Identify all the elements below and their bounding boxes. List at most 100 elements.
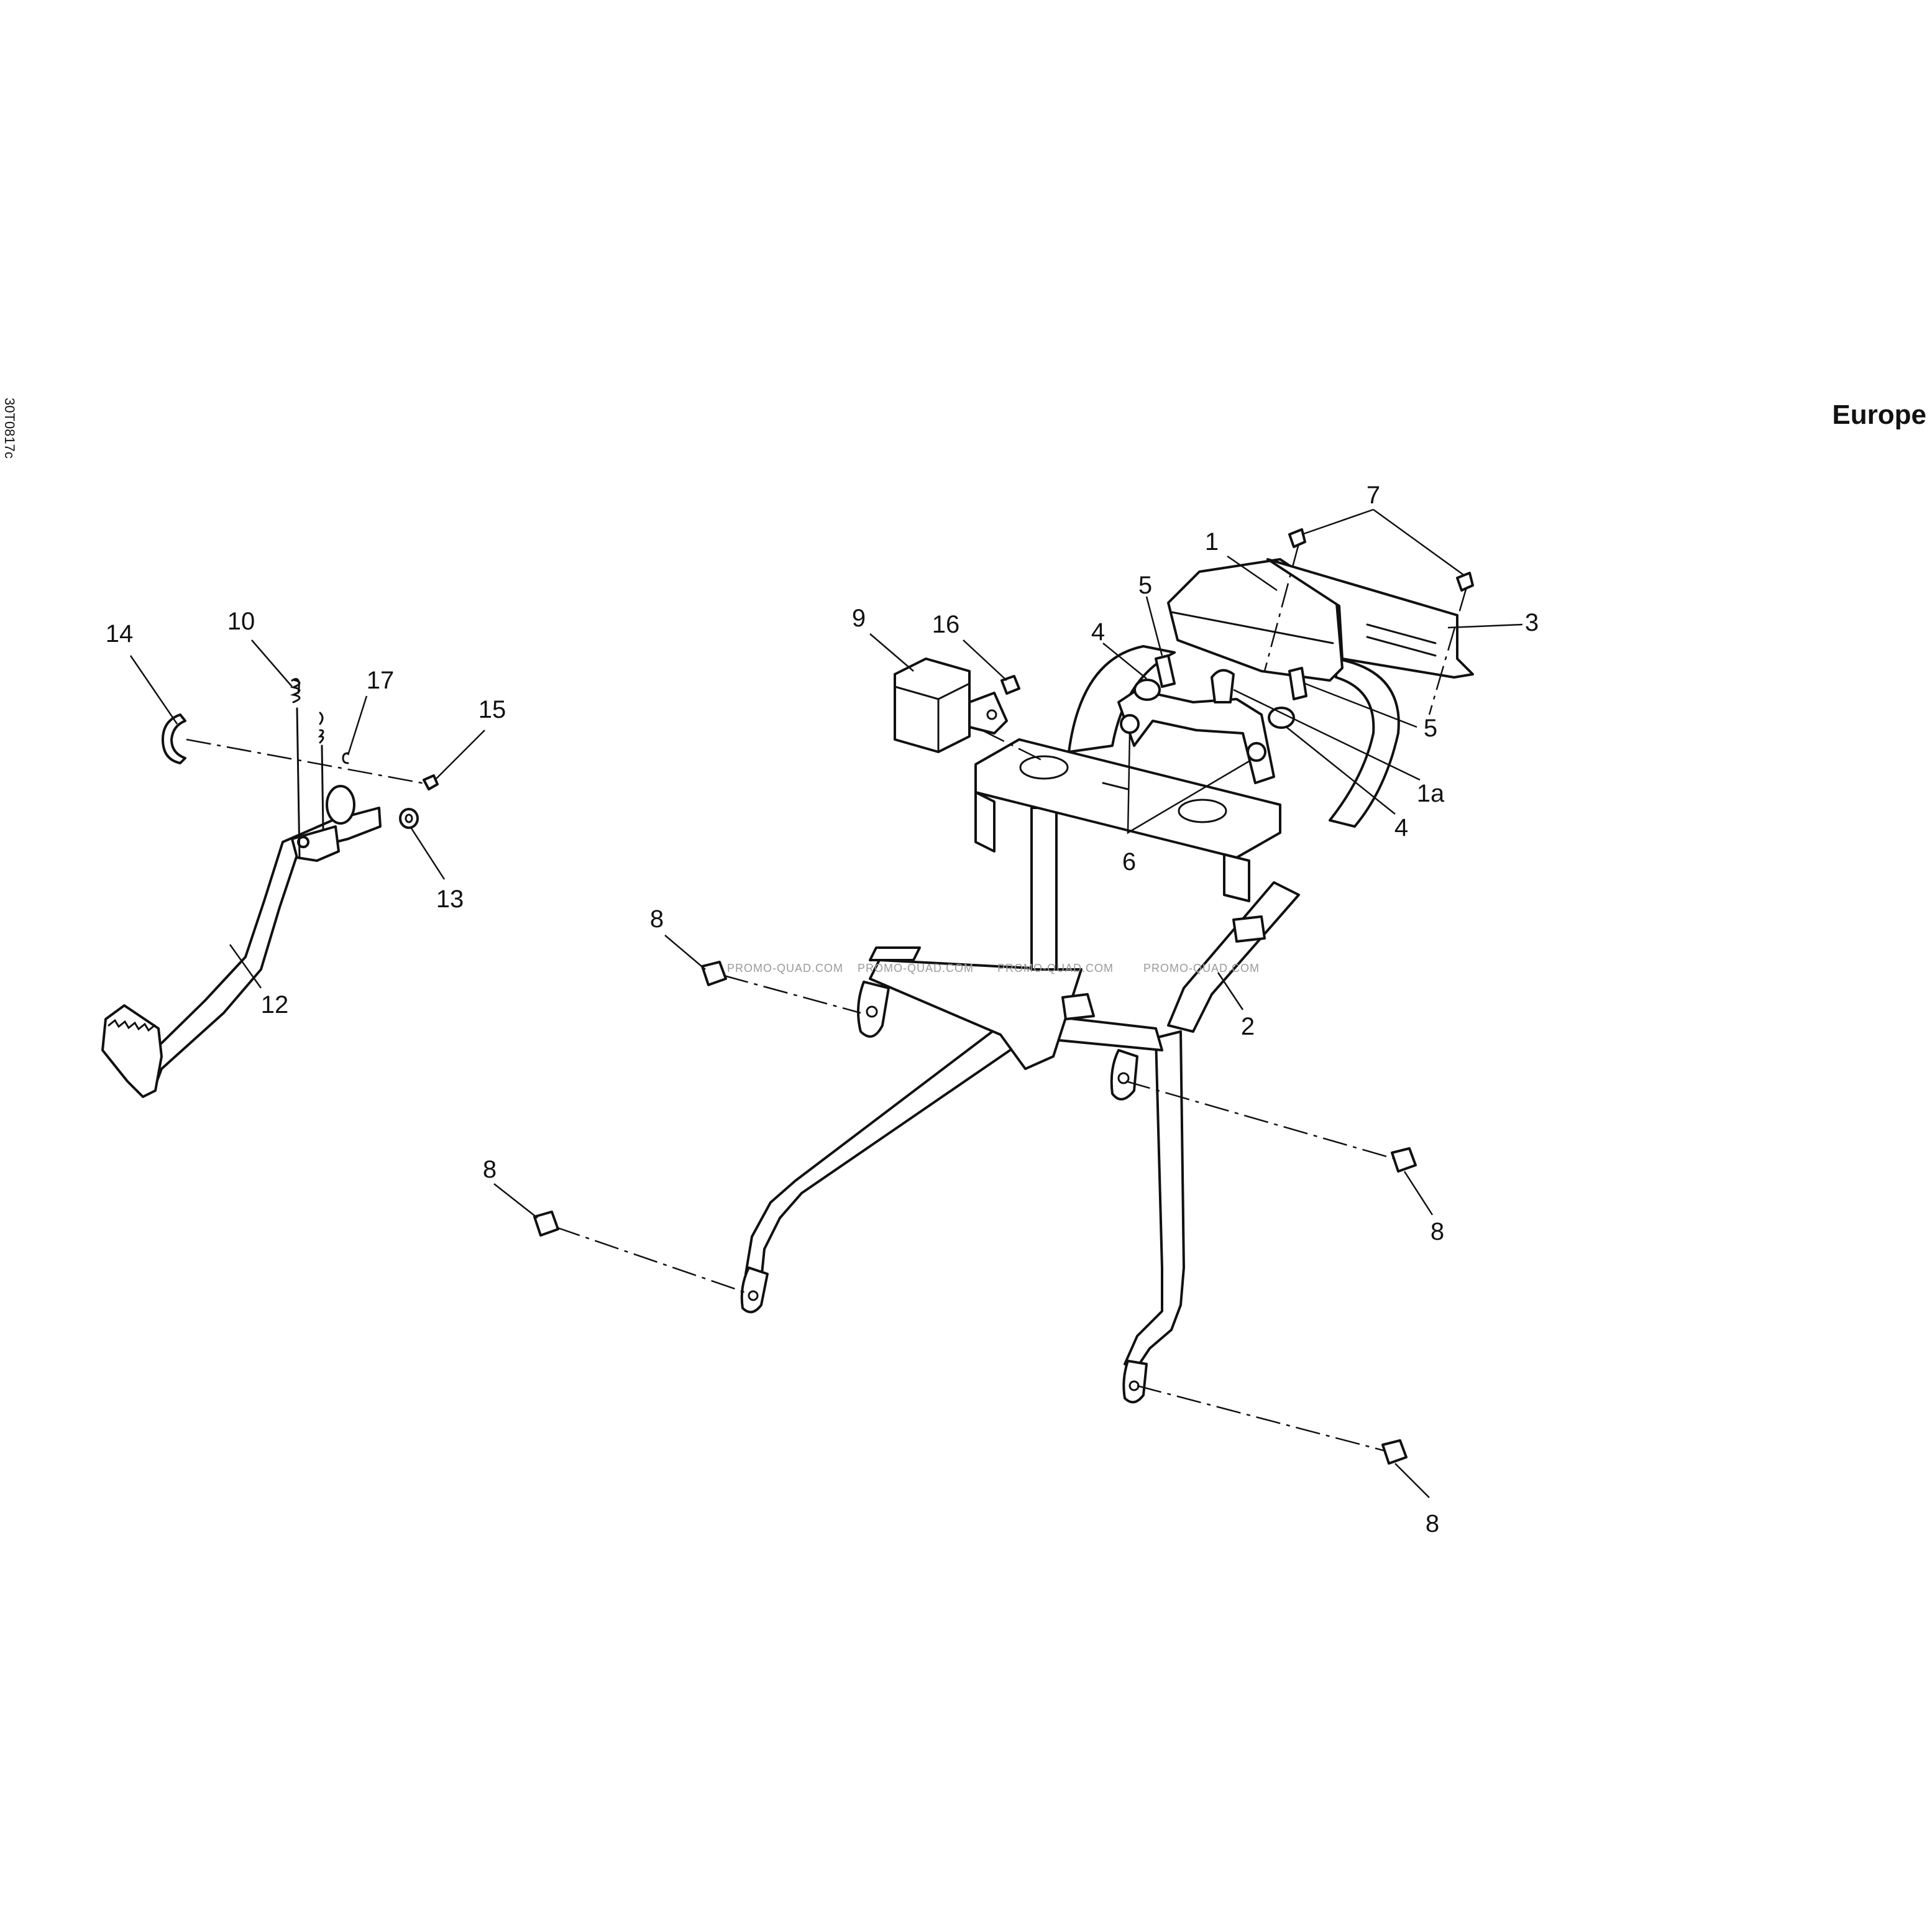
part-7-bolt-right <box>1456 572 1474 592</box>
leader-15 <box>434 730 485 781</box>
part-8-bolt-upper-left <box>701 961 727 986</box>
watermark-row: PROMO-QUAD.COM PROMO-QUAD.COM PROMO-QUAD… <box>727 962 1259 974</box>
callout-labels: 14 10 17 15 13 12 9 16 1 7 3 5 5 4 4 1a … <box>106 482 1539 1537</box>
part-17-spring <box>318 712 324 831</box>
part-1a-bulb <box>1211 669 1235 703</box>
part-3-bracket-slot <box>1366 623 1437 657</box>
bolt-8-axis-lower-left <box>556 1226 746 1294</box>
part-15-bolt <box>423 774 439 790</box>
plate-slot <box>1102 782 1129 790</box>
leader-1 <box>1227 555 1278 592</box>
plate-hole-right <box>1178 799 1227 823</box>
part-12-brake-pedal <box>139 807 382 1095</box>
part-1-tail-light-cover <box>1167 558 1344 682</box>
callout-3: 3 <box>1525 609 1539 636</box>
part-5-stud-right <box>1288 667 1307 700</box>
frame-upper-left-rail <box>869 959 1083 1070</box>
pedal-bracket-hole <box>297 836 309 848</box>
part-8-bolt-lower-right <box>1381 1439 1408 1465</box>
callout-14: 14 <box>106 620 134 648</box>
watermark-2: PROMO-QUAD.COM <box>858 962 974 974</box>
license-plate-bracket <box>1117 689 1275 784</box>
frame-vertical-strut <box>1030 807 1058 971</box>
frame-tab-center <box>1061 993 1095 1020</box>
leader-2 <box>1217 972 1244 1010</box>
callout-2: 2 <box>1241 1013 1255 1040</box>
tail-light-assembly <box>1120 528 1474 762</box>
leader-1a <box>1233 689 1421 781</box>
part-5-stud-left <box>1155 654 1176 688</box>
part-3-tail-light-bracket <box>1266 558 1474 679</box>
region-label: Europe <box>1832 400 1926 430</box>
part-14-clip <box>162 713 186 764</box>
frame-fasteners <box>533 961 1417 1465</box>
part-2-frame-left-tube <box>744 1024 1020 1281</box>
leader-16 <box>963 639 1007 681</box>
callout-15: 15 <box>478 696 506 723</box>
frame-eyelet-front-left <box>857 981 890 1038</box>
frame-tab-left <box>869 946 921 961</box>
bolt-8-axis-center-right <box>1125 1080 1396 1160</box>
callout-1a: 1a <box>1417 780 1445 807</box>
leader-7 <box>1301 508 1464 576</box>
plate-hole-left <box>1019 755 1069 780</box>
bolt-8-axis-upper-left <box>723 974 861 1014</box>
frame-tab-right <box>1232 915 1266 943</box>
frame-eyelet-center <box>1110 1049 1138 1101</box>
leader-5b <box>1304 682 1417 728</box>
leader-14 <box>129 655 178 725</box>
callout-13: 13 <box>436 886 464 913</box>
bolt-7-axis-right <box>1428 587 1468 715</box>
diagram-code: 30T0817c <box>2 398 17 459</box>
callout-4a: 4 <box>1091 618 1105 646</box>
leader-5a <box>1145 596 1163 656</box>
frame-left-bracket <box>974 791 996 853</box>
part-2-frame-right-tube <box>1124 1030 1185 1368</box>
callout-1: 1 <box>1205 528 1219 556</box>
pedal-foot-plate <box>101 1004 163 1098</box>
leader-8-upper-left <box>664 935 706 970</box>
part-6-nut-right <box>1247 742 1266 762</box>
callout-6: 6 <box>1122 848 1136 876</box>
callout-8-lower-left: 8 <box>483 1156 497 1183</box>
leader-13 <box>410 828 446 880</box>
leader-8-lower-right <box>1394 1463 1430 1498</box>
callout-12: 12 <box>261 991 289 1019</box>
part-10-spring <box>290 678 301 859</box>
brake-pedal-assembly <box>101 678 439 1098</box>
watermark-3: PROMO-QUAD.COM <box>997 962 1114 974</box>
part-8-bolt-lower-left <box>533 1211 559 1237</box>
leader-17 <box>347 695 368 756</box>
leader-3 <box>1447 623 1523 629</box>
callout-8-upper-left: 8 <box>650 905 664 933</box>
frame-eyelet-lower-left <box>740 1266 769 1314</box>
leader-8-center-right <box>1403 1171 1434 1216</box>
part-4-grommet-right <box>1268 707 1295 729</box>
leader-10 <box>251 639 293 687</box>
callout-4b: 4 <box>1394 814 1408 841</box>
leader-12 <box>229 944 262 989</box>
part-1-cover-rim <box>1170 611 1334 644</box>
pedal-spring-bracket <box>291 825 340 862</box>
callout-16: 16 <box>932 611 960 638</box>
frame-eyelet-center-hole <box>1117 1072 1130 1084</box>
part-4-grommet-left <box>1133 679 1161 701</box>
part-7-bolt-left <box>1288 528 1306 548</box>
electrical-module <box>894 657 1045 762</box>
callout-5a: 5 <box>1138 572 1152 599</box>
callout-17: 17 <box>367 667 395 694</box>
callout-9: 9 <box>852 605 866 632</box>
frame-upper-right-rail <box>1167 881 1300 1033</box>
leader-lines <box>129 508 1523 1498</box>
part-9-module-edge <box>894 682 971 753</box>
leader-4a <box>1102 643 1147 679</box>
part-9-module-body <box>894 657 971 753</box>
callout-8-center-right: 8 <box>1431 1218 1444 1245</box>
part-13-washer-hole <box>405 813 413 823</box>
frame-eyelet-lower-left-hole <box>748 1290 759 1301</box>
leader-9 <box>869 633 914 672</box>
pedal-foot-plate-teeth <box>108 1019 156 1032</box>
frame-eyelet-front-left-hole <box>866 1005 878 1018</box>
bolt-7-axis-left <box>1263 543 1300 672</box>
